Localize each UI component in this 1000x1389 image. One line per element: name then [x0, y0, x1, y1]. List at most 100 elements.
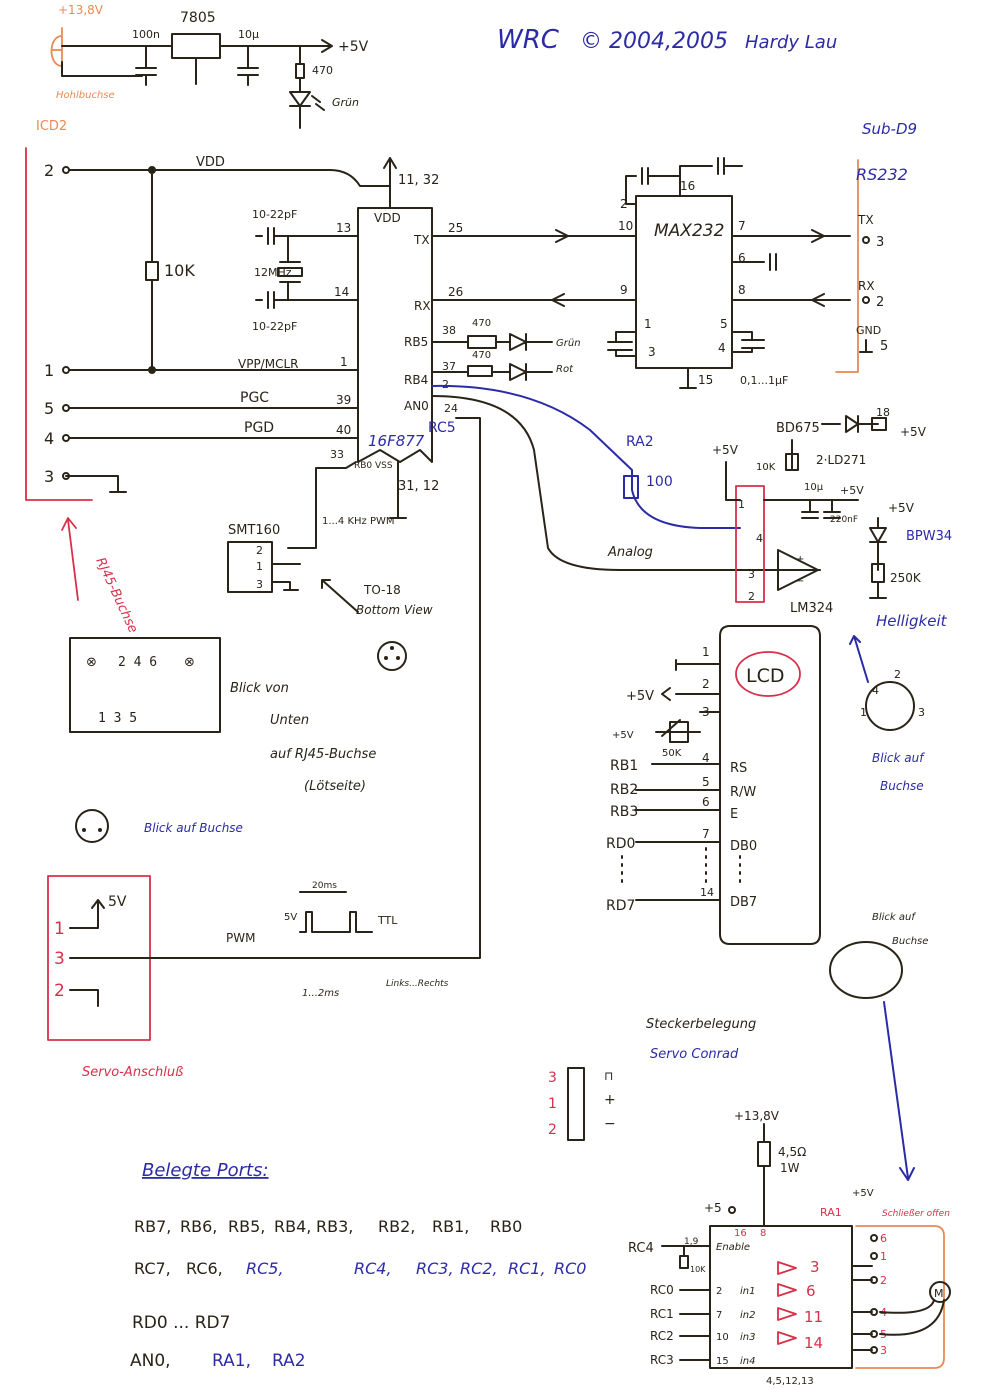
dip-pin-2: 2	[748, 590, 755, 603]
pic-rx: RX	[414, 299, 431, 313]
icd2-connector-note: RJ45-Buchse	[92, 555, 140, 635]
svg-text:⊗: ⊗	[86, 655, 97, 670]
to18-label: TO-18	[363, 583, 401, 597]
icd2-wires: VDD 10K VPP/MCLR PGC PGD 1 39 40	[69, 155, 391, 439]
driver-out-6: 6	[806, 1282, 816, 1300]
pic-rc5: RC5	[428, 420, 456, 436]
conrad-plug-icon	[567, 1067, 585, 1141]
opamp-label: LM324	[790, 601, 833, 616]
dip-pin-1: 1	[738, 498, 745, 511]
svg-text:⊗: ⊗	[184, 655, 195, 670]
r18-label: 18	[876, 406, 890, 419]
driver-ra1: RA1	[820, 1206, 842, 1219]
cap-100n-icon	[135, 45, 157, 86]
driver-pin16: 16	[734, 1228, 747, 1239]
driver-din-1: 1	[880, 1250, 887, 1263]
xtal-cap-top-label: 10-22pF	[252, 208, 297, 221]
svg-text:2: 2	[894, 668, 901, 681]
header-copyright: © 2004,2005	[580, 29, 728, 54]
icd2-gnd-wire	[65, 475, 127, 493]
r250k-label: 250K	[890, 571, 922, 585]
lcd-wires	[635, 659, 721, 901]
pin-38-label: 38	[442, 324, 456, 337]
port-rd-range: RD0 ... RD7	[132, 1313, 230, 1333]
servo-section: Blick auf Buchse 1 3 2 5V Servo-Anschluß…	[47, 417, 756, 1141]
crystal-label: 12MHz	[254, 266, 292, 279]
led-green-circuit-icon	[431, 333, 553, 351]
supply-top: +5V	[712, 443, 739, 457]
driver-plus5: +5	[704, 1201, 722, 1215]
driver-rc4: RC4	[628, 1241, 654, 1256]
lcd-title-circle	[735, 651, 801, 697]
lcd-section: LCD 1 2 3 4 5 6 7 14 +5V +5V 50K RS R/W …	[606, 625, 821, 945]
smt160-note: 1...4 KHz PWM	[322, 516, 395, 527]
led-green-label: Grün	[332, 96, 359, 109]
driver-din-3: 3	[880, 1344, 887, 1357]
svg-text:3: 3	[918, 706, 925, 719]
subd-title: Sub-D9	[862, 120, 917, 138]
led-red-circuit-icon	[431, 363, 553, 381]
dip-pin-4: 4	[756, 532, 763, 545]
icd2-outline	[25, 147, 93, 501]
mclr-label: VPP/MCLR	[238, 357, 298, 371]
bottom-view-label: Bottom View	[356, 603, 433, 617]
pic-vdd-pins: 11, 32	[398, 173, 439, 188]
driver-inpin-7: 7	[716, 1310, 722, 1321]
crystal-section: 10-22pF 12MHz 10-22pF	[252, 208, 359, 333]
bd675-label: BD675	[776, 421, 820, 436]
dip-pin-3: 3	[748, 568, 755, 581]
lcd-sig-rs: RS	[730, 761, 747, 776]
pin-26-label: 26	[448, 285, 463, 299]
svg-text:1: 1	[860, 706, 867, 719]
driver-din-6: 6	[880, 1232, 887, 1245]
cap1-label: 100n	[132, 28, 160, 41]
pic-an0: AN0	[404, 399, 429, 413]
analog-section: RA2 100 Analog + − LM324 1 4 3 2 BD675 1…	[431, 384, 952, 793]
subd-tx-pin: 3	[876, 235, 884, 250]
driver-in-rc0: RC0	[650, 1283, 674, 1297]
pic-vss-pins: 31, 12	[398, 479, 439, 494]
pic-rb4: RB4	[404, 373, 428, 387]
pin-1-label: 1	[340, 355, 348, 369]
subd-outline	[835, 159, 859, 373]
smt-pin-3: 3	[256, 578, 263, 591]
resistor-10k-label: 10K	[164, 261, 195, 280]
driver-out-11: 11	[804, 1308, 823, 1326]
hell-view-2: Buchse	[880, 779, 924, 793]
conrad-title: Steckerbelegung	[646, 1017, 756, 1032]
lcd-pin-1: 1	[702, 645, 710, 659]
subd-gnd-pin: 5	[880, 339, 888, 354]
regulator-7805-icon	[171, 33, 221, 59]
driver-plug-outline	[855, 1225, 945, 1369]
conrad-sig-2: +	[604, 1092, 616, 1108]
subd-gnd: GND	[856, 324, 881, 337]
lcd-pin-6: 6	[702, 795, 710, 809]
pin-24-label: 24	[444, 402, 458, 415]
lcd-port-rb2: RB2	[610, 782, 638, 798]
driver-resistor-icon	[757, 1123, 771, 1227]
port-rc4: RC4,	[354, 1259, 392, 1278]
driver-in-rc3: RC3	[650, 1353, 674, 1367]
driver-out-3: 3	[810, 1258, 820, 1276]
pic-body	[357, 207, 433, 463]
max-pin-3: 3	[648, 345, 656, 359]
lcd-title: LCD	[746, 665, 784, 687]
servo-view-1: Blick auf Buchse	[144, 821, 243, 835]
ra2-label: RA2	[626, 434, 654, 450]
driver-enable-pin: 1,9	[684, 1237, 699, 1247]
driver-in-rc2: RC2	[650, 1329, 674, 1343]
pic-rb5: RB5	[404, 335, 428, 349]
port-rb2: RB2,	[378, 1217, 415, 1236]
port-rb5: RB5,	[228, 1217, 265, 1236]
pwm-pulse-label: 1...2ms	[302, 988, 339, 999]
rj45-caption-4: (Lötseite)	[304, 779, 366, 794]
led1-label: Grün	[556, 338, 581, 349]
lcd-sig-db0: DB0	[730, 839, 757, 854]
driver-view-1: Blick auf	[872, 912, 916, 923]
driver-inpin-2: 2	[716, 1286, 722, 1297]
servo-5v-label: 5V	[108, 894, 127, 910]
rj45-outline	[69, 637, 221, 733]
uart-wires	[431, 235, 637, 301]
rj45-pins-bottom: 1 3 5	[98, 711, 137, 726]
